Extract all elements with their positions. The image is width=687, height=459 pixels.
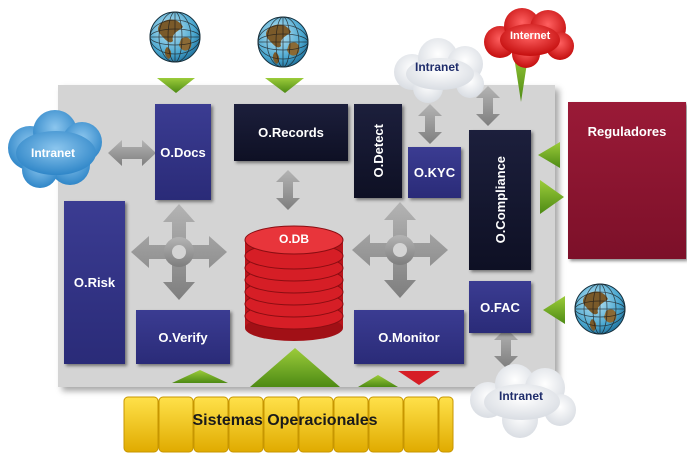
globe-icon-1: [149, 11, 201, 63]
verify-label: O.Verify: [158, 329, 208, 345]
cloud-icon-intranet-left: [8, 110, 102, 188]
fac-box: O.FAC: [469, 281, 531, 333]
sistemas-label: Sistemas Operacionales: [192, 412, 378, 429]
green-arrow-reg-1: [538, 142, 560, 168]
green-arrow-reg-2: [540, 180, 564, 214]
records-box: O.Records: [234, 104, 348, 161]
monitor-box: O.Monitor: [354, 310, 464, 364]
compliance-box: O.Compliance: [469, 130, 531, 270]
green-arrow-records: [265, 78, 304, 93]
fac-label: O.FAC: [480, 299, 520, 315]
globe-icon-3: [574, 283, 626, 335]
database-icon: [244, 225, 344, 341]
green-arrow-verify: [172, 370, 228, 383]
internet-top-label: Internet: [510, 30, 551, 42]
arrow-intranet-docs: [108, 140, 156, 166]
green-arrow-monitor: [358, 375, 398, 387]
kyc-label: O.KYC: [413, 165, 456, 180]
green-arrow-docs: [157, 78, 195, 93]
verify-box: O.Verify: [136, 310, 230, 364]
sistemas-blocks: [123, 396, 454, 453]
docs-box: O.Docs: [155, 104, 211, 200]
risk-box: O.Risk: [64, 201, 125, 364]
intranet-left-label: Intranet: [31, 146, 76, 160]
cross-arrow-left: [131, 204, 227, 300]
detect-box: O.Detect: [354, 104, 402, 198]
intranet-bottom-label: Intranet: [499, 389, 544, 403]
green-arrow-db: [250, 348, 340, 387]
cloud-icon-intranet-bottom: [470, 364, 576, 438]
db-label: O.DB: [279, 232, 309, 246]
kyc-box: O.KYC: [408, 147, 461, 198]
intranet-top-label: Intranet: [415, 60, 460, 74]
arrow-intranet-detect: [418, 104, 442, 144]
reguladores-box: Reguladores: [568, 102, 686, 259]
cross-arrow-right: [352, 202, 448, 298]
risk-label: O.Risk: [73, 275, 116, 290]
cloud-icon-intranet-top: [394, 38, 484, 103]
arrow-records-db: [276, 170, 300, 210]
records-label: O.Records: [258, 125, 324, 140]
compliance-label: O.Compliance: [492, 156, 508, 244]
arrow-fac-intranet: [494, 328, 518, 368]
globe-icon-2: [257, 16, 309, 68]
monitor-label: O.Monitor: [378, 329, 440, 345]
red-arrow-down: [398, 371, 440, 385]
reguladores-label: Reguladores: [587, 124, 667, 139]
cloud-icon-internet: [484, 8, 574, 68]
green-arrow-fac: [543, 296, 565, 324]
docs-label: O.Docs: [160, 144, 206, 160]
detect-label: O.Detect: [370, 124, 386, 178]
